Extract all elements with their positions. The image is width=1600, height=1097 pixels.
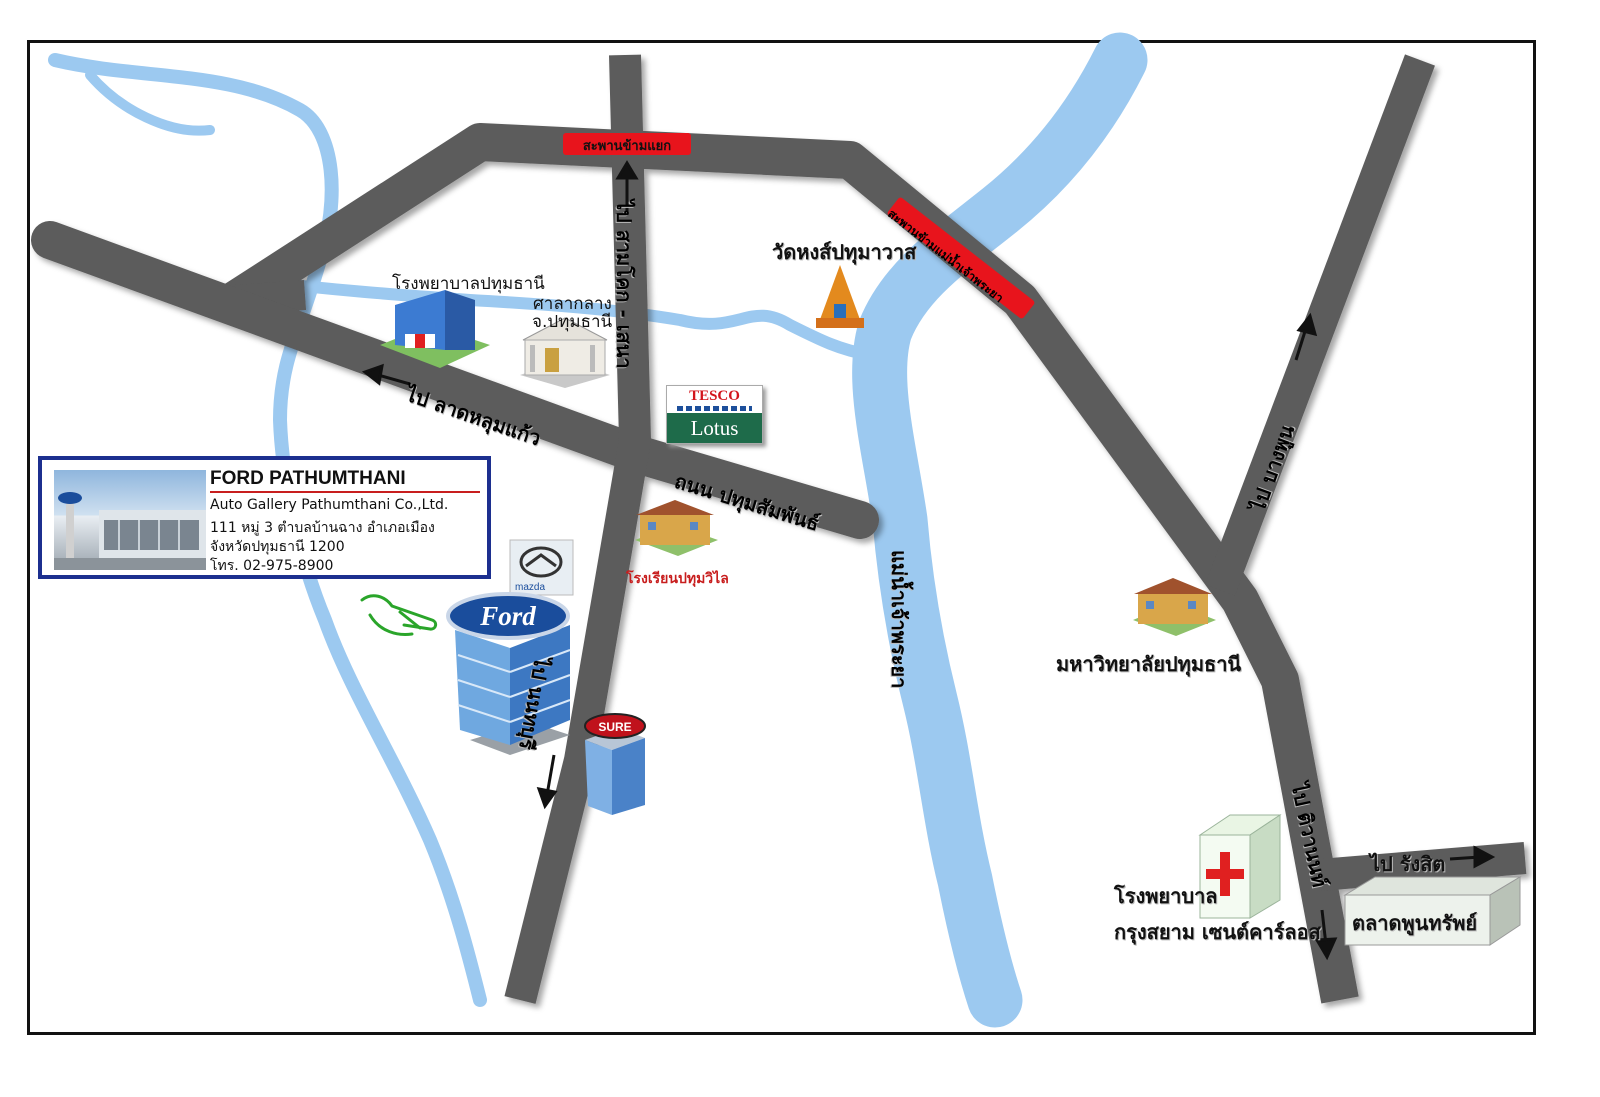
dealer-address-line-2: จังหวัดปทุมธานี 1200 — [210, 539, 345, 555]
canal-west — [48, 53, 487, 1007]
road-north-south — [504, 54, 651, 1004]
arrow-north-icon — [615, 160, 639, 215]
pointing-hand-icon — [360, 594, 438, 636]
arrow-layer — [361, 160, 1496, 961]
ford-building-icon: Ford — [446, 592, 571, 755]
university-icon — [1133, 578, 1216, 636]
river-layer — [48, 32, 1148, 1028]
temple-icon — [816, 265, 864, 328]
dealer-photo — [54, 470, 206, 570]
road-sam-khok-label: ไป สามโคก - เสนา — [612, 200, 636, 369]
showroom-photo-icon — [54, 492, 206, 570]
bridge-top-bar — [563, 133, 691, 155]
road-bang-phun — [1205, 54, 1435, 596]
sure-logo-text: SURE — [598, 720, 631, 734]
school-label: โรงเรียนปทุมวิไล — [626, 571, 729, 587]
university-label: มหาวิทยาลัยปทุมธานี — [1056, 652, 1242, 676]
siam-hospital-icon — [1198, 814, 1282, 919]
canal-middle — [244, 274, 876, 361]
arrow-south-icon — [536, 754, 558, 810]
temple-label: วัดหงส์ปทุมาวาส — [772, 240, 917, 264]
city-hall-label-2: จ.ปทุมธานี — [532, 312, 613, 332]
tesco-lotus-logo: TESCO Lotus — [666, 385, 763, 444]
canal-west-branch — [85, 70, 215, 136]
bridge-river-bar — [887, 197, 1035, 319]
lotus-text: Lotus — [667, 413, 762, 443]
dealer-info-box: FORD PATHUMTHANI Auto Gallery Pathumthan… — [38, 456, 491, 579]
dealer-title: FORD PATHUMTHANI — [210, 468, 406, 489]
dealer-company: Auto Gallery Pathumthani Co.,Ltd. — [210, 497, 449, 513]
arrow-ne-icon — [1294, 312, 1318, 361]
mazda-logo-text: mazda — [515, 582, 546, 593]
title-underline — [210, 491, 480, 493]
market-label: ตลาดพูนทรัพย์ — [1352, 911, 1478, 935]
hospital-building-icon — [380, 290, 490, 368]
river-label: แม่น้ำเจ้าพระยา — [887, 550, 911, 689]
bridge-top-label: สะพานข้ามแยก — [582, 139, 672, 154]
hospital-siam-label-1: โรงพยาบาล — [1114, 884, 1218, 908]
arrow-east-icon — [1449, 845, 1496, 869]
chao-phraya-river — [852, 32, 1148, 1028]
ford-logo-text: Ford — [479, 601, 536, 631]
dealer-address-line-1: 111 หมู่ 3 ตำบลบ้านฉาง อำเภอเมือง — [210, 520, 435, 536]
road-rangsit — [1318, 842, 1527, 891]
hospital-pathum-label: โรงพยาบาลปทุมธานี — [392, 274, 545, 294]
road-rangsit-label: ไป รังสิต — [1370, 852, 1446, 876]
bridge-layer — [563, 133, 1035, 319]
hospital-siam-label-2: กรุงสยาม เซนต์คาร์ลอส — [1114, 920, 1321, 944]
dealer-phone: โทร. 02-975-8900 — [210, 558, 334, 574]
arrow-south2-icon — [1314, 909, 1338, 961]
city-hall-icon — [520, 317, 610, 388]
city-hall-label-1: ศาลากลาง — [533, 294, 612, 314]
tesco-stripes — [677, 406, 752, 411]
market-building-icon — [1343, 876, 1522, 946]
sure-building-icon: SURE — [584, 713, 646, 815]
school-icon — [635, 500, 718, 556]
arrow-west-icon — [361, 363, 411, 386]
tesco-text: TESCO — [689, 388, 740, 404]
mazda-logo-icon — [509, 539, 574, 596]
